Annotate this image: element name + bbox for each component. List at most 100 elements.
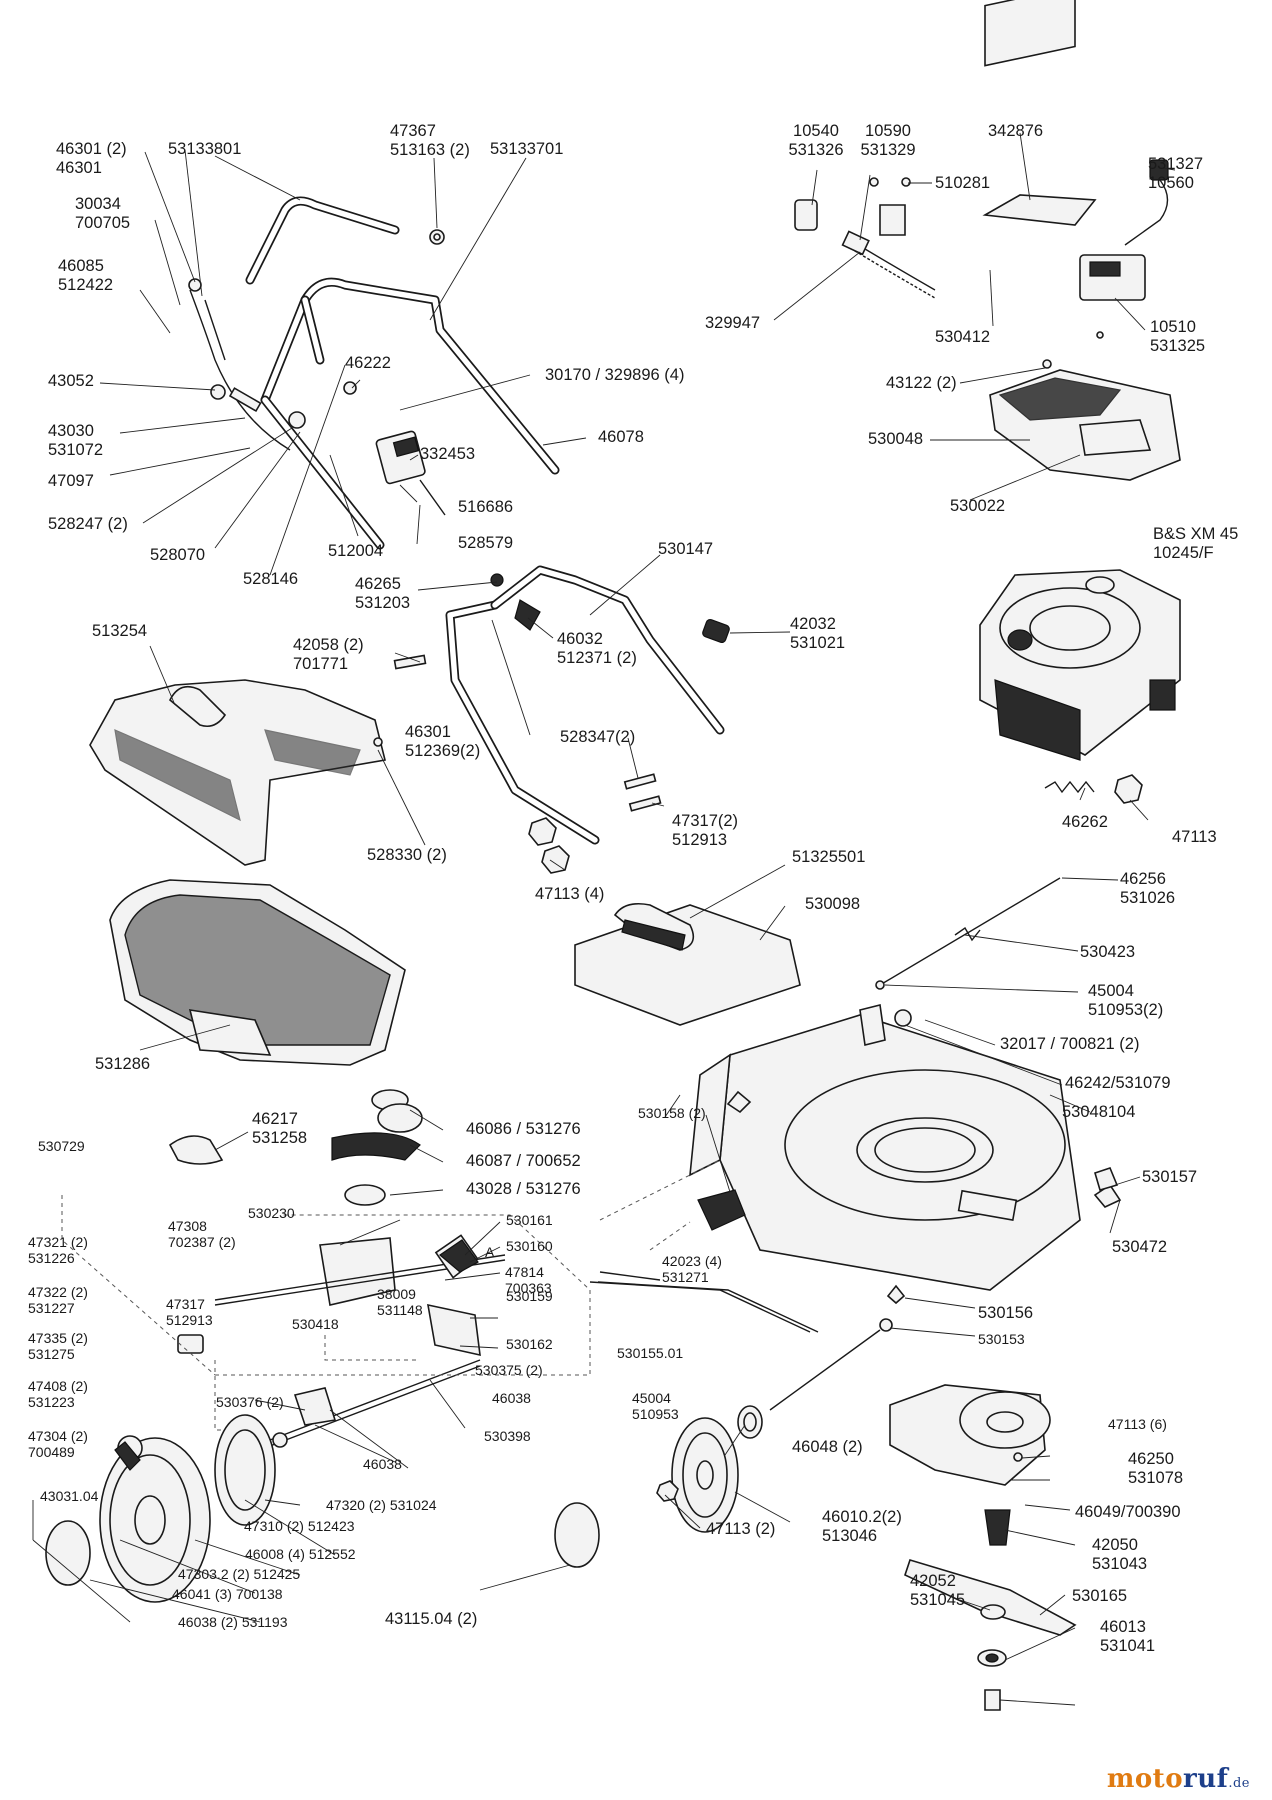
part-label: 46262: [1062, 813, 1108, 831]
brand-name-part1: moto: [1106, 1764, 1184, 1794]
part-label: 530158 (2): [638, 1105, 706, 1121]
part-label: 46041 (3) 700138: [172, 1586, 283, 1602]
part-label: 528146: [243, 570, 299, 588]
part-label: 530472: [1112, 1238, 1168, 1256]
part-label: 530423: [1080, 943, 1136, 961]
part-label: 45004 510953(2): [1088, 982, 1164, 1019]
rear-flap: [574, 902, 801, 1026]
part-label: 530729: [38, 1138, 85, 1154]
part-label: 46008 (4) 512552: [245, 1546, 356, 1562]
part-label: 47097: [48, 472, 94, 490]
drive-dash-box: [61, 1195, 591, 1431]
part-label: 46013 531041: [1100, 1618, 1156, 1655]
lower-handle: [393, 565, 730, 874]
part-label: B&S XM 45 10245/F: [1153, 525, 1239, 562]
part-label: 53133701: [490, 140, 564, 158]
part-label: 46087 / 700652: [466, 1152, 581, 1170]
part-label: 46086 / 531276: [466, 1120, 581, 1138]
part-label: 47335 (2) 531275: [28, 1330, 88, 1362]
part-label: 43052: [48, 372, 94, 390]
part-label: 332453: [420, 445, 476, 463]
cable-assembly: [188, 229, 446, 516]
rear-wheel-right: [214, 1414, 288, 1526]
part-label: 530162: [506, 1336, 553, 1352]
part-label: 47113: [1172, 828, 1217, 846]
part-label: 46049/700390: [1075, 1503, 1181, 1521]
part-label: 510281: [935, 174, 991, 192]
part-label: 42058 (2) 701771: [293, 636, 364, 673]
part-label: 531327 10560: [1148, 155, 1204, 192]
part-label: 47367 513163 (2): [390, 122, 470, 159]
part-label: 46038 (2) 531193: [178, 1614, 288, 1630]
part-label: 47113 (6): [1108, 1416, 1167, 1432]
part-label: 342876: [988, 122, 1044, 140]
part-label: 43122 (2): [886, 374, 957, 392]
part-label: 47322 (2) 531227: [28, 1284, 88, 1316]
battery-electrics: [794, 0, 1169, 339]
grass-catcher-bag: [109, 879, 406, 1066]
part-label: 47303.2 (2) 512425: [178, 1566, 301, 1582]
rear-wheel-left: [99, 1435, 211, 1603]
throttle-cable: [875, 877, 1061, 990]
part-label: 46078: [598, 428, 644, 446]
part-label: 513254: [92, 622, 148, 640]
part-label: 10540 531326: [788, 122, 844, 159]
part-label: 530412: [935, 328, 991, 346]
part-label: 42052 531045: [910, 1572, 966, 1609]
part-label: 530157: [1142, 1168, 1198, 1186]
front-wheel: [656, 1405, 763, 1533]
part-label: 10590 531329: [860, 122, 916, 159]
part-label: 43031.04: [40, 1488, 99, 1504]
part-label: 46048 (2): [792, 1438, 863, 1456]
part-label: A: [485, 1244, 495, 1260]
part-label: 46085 512422: [58, 257, 114, 294]
part-label: 530156: [978, 1304, 1034, 1322]
part-label: 530161: [506, 1212, 553, 1228]
part-label: 530165: [1072, 1587, 1128, 1605]
grass-catcher-top: [89, 679, 386, 866]
part-label: 42032 531021: [790, 615, 846, 652]
part-label: 46032 512371 (2): [557, 630, 637, 667]
part-label: 528070: [150, 546, 206, 564]
part-label: 528347(2): [560, 728, 636, 746]
part-label: 38009 531148: [377, 1286, 423, 1318]
part-label: 530153: [978, 1331, 1025, 1347]
part-label: 530159: [506, 1288, 553, 1304]
part-label: 530376 (2): [216, 1394, 284, 1410]
part-label: 46222: [345, 354, 391, 372]
part-label: 47304 (2) 700489: [28, 1428, 88, 1460]
part-label: 46217 531258: [252, 1110, 308, 1147]
part-label: 46038: [363, 1456, 402, 1472]
part-label: 47113 (4): [535, 885, 605, 903]
leader-lines: [32, 132, 1176, 1706]
part-label: 530155.01: [617, 1345, 684, 1361]
part-label: 47308 702387 (2): [168, 1218, 236, 1250]
part-label: 46038: [492, 1390, 531, 1406]
part-label: 47320 (2) 531024: [326, 1497, 437, 1513]
part-label: 43030 531072: [48, 422, 104, 459]
part-label: 47321 (2) 531226: [28, 1234, 88, 1266]
part-label: 530098: [805, 895, 861, 913]
part-label: 42023 (4) 531271: [662, 1253, 722, 1285]
part-label: 32017 / 700821 (2): [1000, 1035, 1140, 1053]
part-label: 53133801: [168, 140, 242, 158]
upper-handle: [245, 196, 560, 550]
part-label: 46301 (2) 46301: [56, 140, 127, 177]
part-label: 46265 531203: [355, 575, 411, 612]
part-label: 512004: [328, 542, 384, 560]
axle-rods: [589, 1281, 893, 1411]
engine-cover: [989, 359, 1181, 481]
part-label: 45004 510953: [632, 1390, 679, 1422]
blade-holder: [889, 1384, 1077, 1711]
brand-name-part2: ruf: [1183, 1764, 1229, 1794]
part-label: 528579: [458, 534, 514, 552]
part-label: 46256 531026: [1120, 870, 1176, 907]
part-label: 51325501: [792, 848, 866, 866]
part-label: 43028 / 531276: [466, 1180, 581, 1198]
part-label: 530160: [506, 1238, 553, 1254]
part-label: 10510 531325: [1150, 318, 1206, 355]
spring-nut: [1044, 774, 1143, 804]
part-label: 53048104: [1062, 1103, 1136, 1121]
part-label: 530418: [292, 1316, 339, 1332]
